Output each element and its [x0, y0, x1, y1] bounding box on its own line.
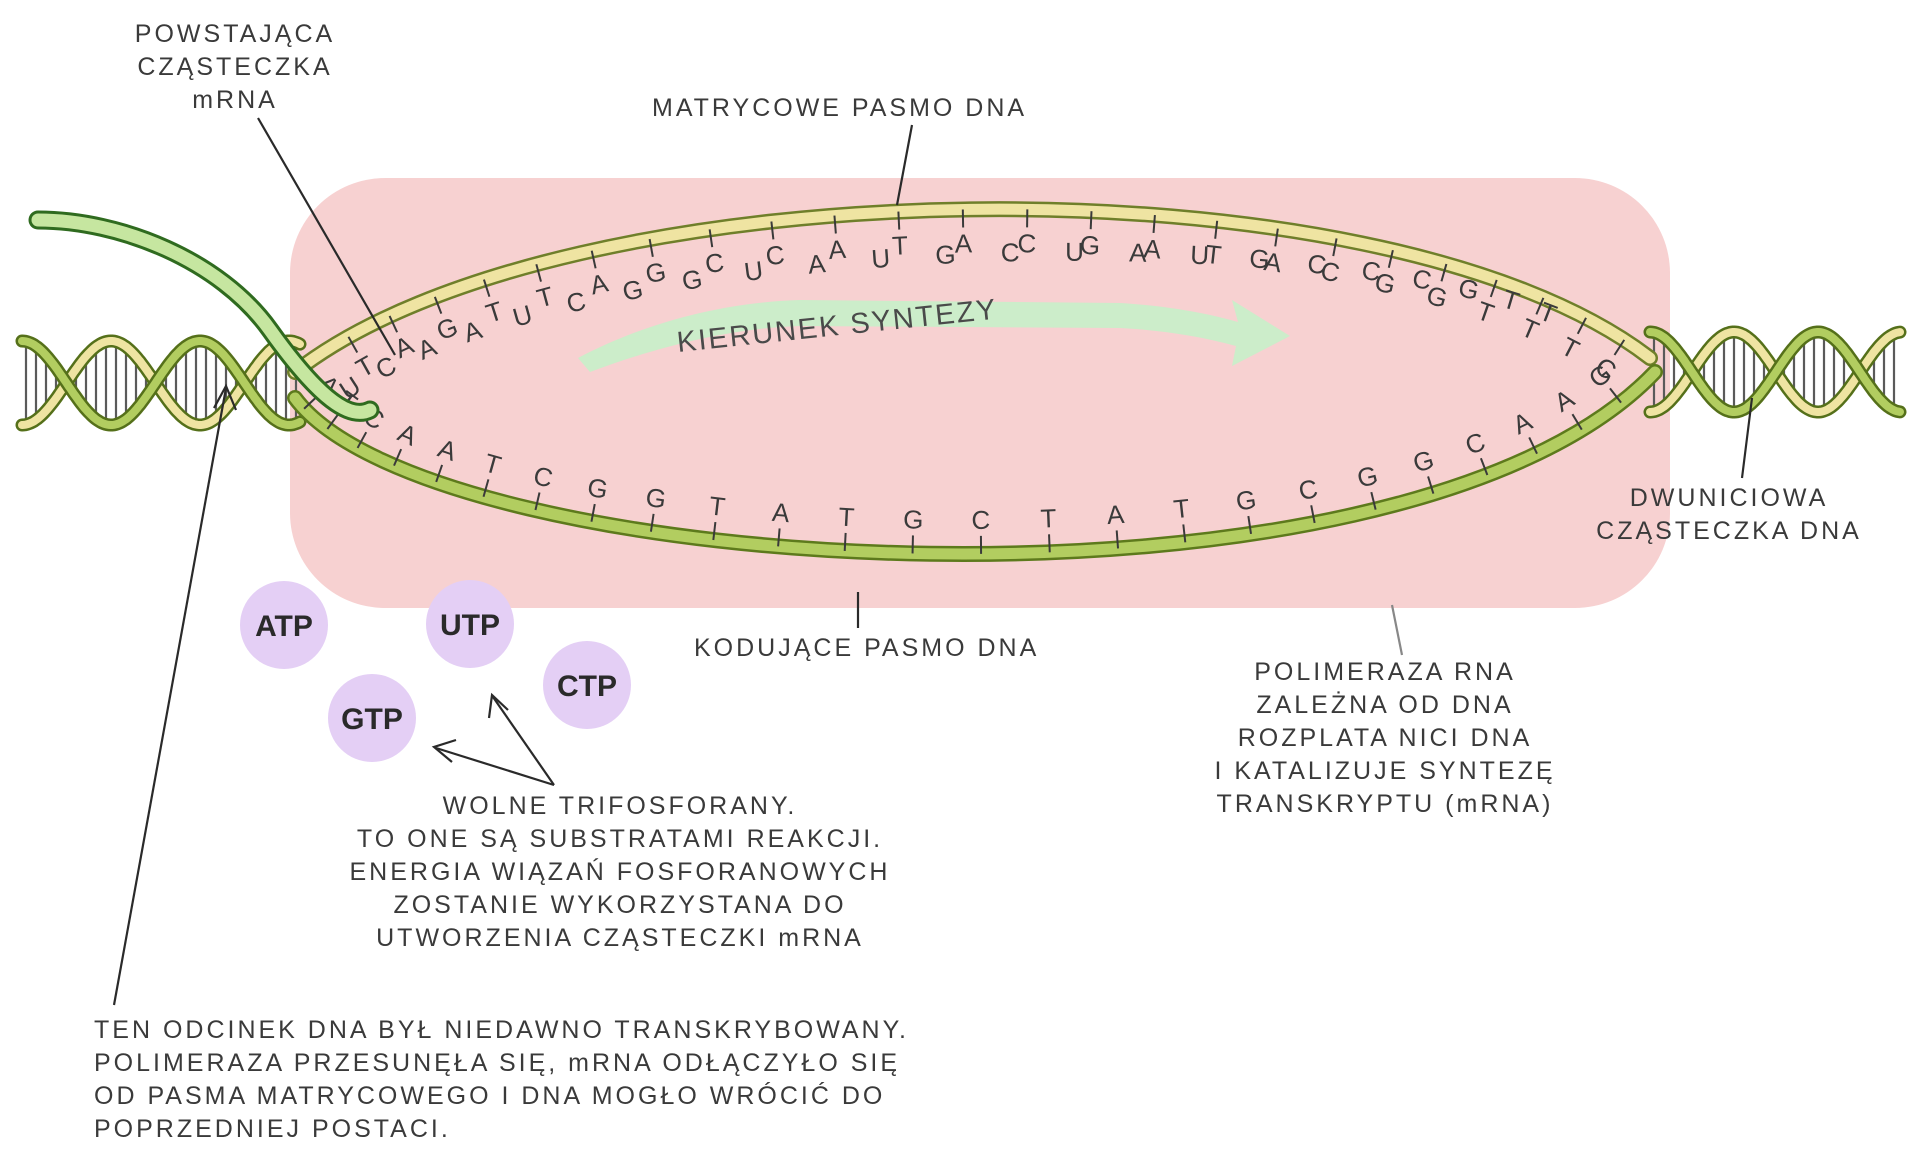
- nascent-mrna-line-2: CZĄSTECZKA: [100, 51, 370, 84]
- coding-base: A: [1106, 499, 1126, 530]
- coding-base: T: [1172, 493, 1191, 525]
- triphosphates-line-2: TO ONE SĄ SUBSTRATAMI REAKCJI.: [240, 823, 1000, 856]
- template-strand-text: MATRYCOWE PASMO DNA: [652, 92, 1027, 125]
- template-base: T: [891, 230, 908, 261]
- mrna-base: A: [807, 248, 828, 280]
- mrna-base: U: [1190, 239, 1210, 270]
- coding-base-stick: [1049, 534, 1050, 552]
- coding-strand-text: KODUJĄCE PASMO DNA: [694, 632, 1039, 665]
- coding-base: A: [771, 497, 791, 528]
- template-base-stick: [898, 212, 899, 230]
- nascent-mrna-line-1: POWSTAJĄCA: [100, 18, 370, 51]
- polymerase-line-3: ROZPLATA NICI DNA: [1170, 722, 1600, 755]
- template-base-stick: [1091, 211, 1092, 229]
- coding-strand-label: KODUJĄCE PASMO DNA: [694, 632, 1039, 665]
- polymerase-line-1: POLIMERAZA RNA: [1170, 656, 1600, 689]
- triphosphate-leader-ctp: [493, 697, 554, 785]
- coding-base: C: [971, 505, 990, 535]
- polymerase-line-5: TRANSKRYPTU (mRNA): [1170, 788, 1600, 821]
- free-triphosphates-label: WOLNE TRIFOSFORANY. TO ONE SĄ SUBSTRATAM…: [240, 790, 1000, 955]
- transcribed-line-2: POLIMERAZA PRZESUNĘŁA SIĘ, mRNA ODŁĄCZYŁ…: [94, 1047, 909, 1080]
- transcribed-line-4: POPRZEDNIEJ POSTACI.: [94, 1113, 909, 1146]
- utp-label: UTP: [440, 609, 500, 642]
- coding-base-stick: [1117, 530, 1118, 548]
- nascent-mrna-label: POWSTAJĄCA CZĄSTECZKA mRNA: [100, 18, 370, 117]
- mrna-base: G: [1248, 243, 1271, 274]
- template-base: A: [954, 228, 973, 258]
- double-stranded-dna-label: DWUNICIOWA CZĄSTECZKA DNA: [1548, 482, 1910, 548]
- double-dna-line-1: DWUNICIOWA: [1548, 482, 1910, 515]
- mrna-base: C: [1000, 237, 1019, 267]
- coding-base: T: [1040, 503, 1057, 534]
- transcribed-segment-leader: [114, 388, 226, 1005]
- template-base: C: [764, 239, 786, 271]
- triphosphates-line-4: ZOSTANIE WYKORZYSTANA DO: [240, 889, 1000, 922]
- dna-helix-left: [22, 341, 300, 425]
- template-base-stick: [834, 216, 835, 234]
- triphosphates-line-3: ENERGIA WIĄZAŃ FOSFORANOWYCH: [240, 856, 1000, 889]
- atp-label: ATP: [255, 610, 313, 643]
- utp-nucleotide: UTP: [426, 580, 514, 668]
- transcribed-line-1: TEN ODCINEK DNA BYŁ NIEDAWNO TRANSKRYBOW…: [94, 1014, 909, 1047]
- template-base: A: [827, 234, 847, 265]
- mrna-base: U: [1065, 237, 1084, 267]
- gtp-nucleotide: GTP: [328, 674, 416, 762]
- triphosphate-leader-gtp: [436, 748, 554, 785]
- polymerase-line-2: ZALEŻNA OD DNA: [1170, 689, 1600, 722]
- mrna-base: A: [1129, 237, 1148, 267]
- triphosphates-line-1: WOLNE TRIFOSFORANY.: [240, 790, 1000, 823]
- transcribed-segment-label: TEN ODCINEK DNA BYŁ NIEDAWNO TRANSKRYBOW…: [94, 1014, 909, 1146]
- nascent-mrna-line-3: mRNA: [100, 84, 370, 117]
- dna-helix-right: [1650, 332, 1900, 412]
- coding-base: T: [838, 502, 856, 533]
- polymerase-label: POLIMERAZA RNA ZALEŻNA OD DNA ROZPLATA N…: [1170, 656, 1600, 821]
- template-strand-label: MATRYCOWE PASMO DNA: [652, 92, 1027, 125]
- ctp-nucleotide: CTP: [543, 641, 631, 729]
- coding-base: G: [903, 504, 924, 534]
- template-base: C: [1017, 228, 1036, 258]
- mrna-base: C: [1306, 248, 1328, 280]
- gtp-label: GTP: [341, 703, 403, 736]
- ctp-label: CTP: [557, 670, 617, 703]
- coding-base-stick: [845, 533, 846, 551]
- transcribed-line-3: OD PASMA MATRYCOWEGO I DNA MOGŁO WRÓCIĆ …: [94, 1080, 909, 1113]
- atp-nucleotide: ATP: [240, 581, 328, 669]
- template-base-stick: [1154, 215, 1155, 233]
- triphosphates-line-5: UTWORZENIA CZĄSTECZKI mRNA: [240, 922, 1000, 955]
- right-helix-backbone: [1650, 332, 1900, 412]
- polymerase-line-4: I KATALIZUJE SYNTEZĘ: [1170, 755, 1600, 788]
- mrna-base: G: [935, 239, 957, 270]
- mrna-base: U: [742, 255, 764, 287]
- polymerase-leader: [1392, 605, 1402, 655]
- double-dna-line-2: CZĄSTECZKA DNA: [1548, 515, 1910, 548]
- mrna-base: U: [870, 243, 891, 274]
